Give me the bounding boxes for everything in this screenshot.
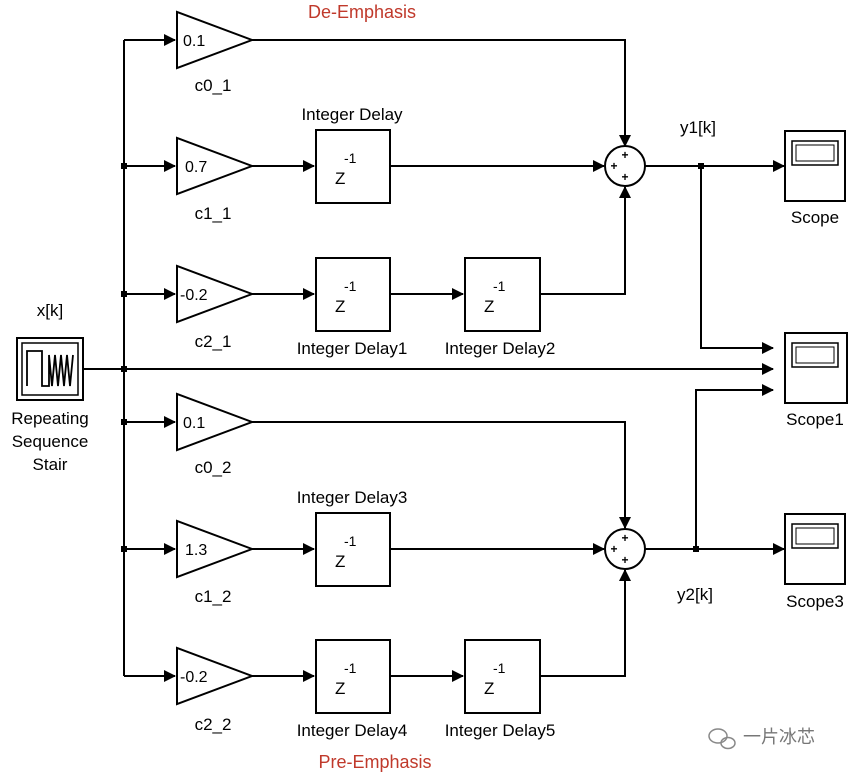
- scope-name-3: Scope3: [786, 592, 844, 611]
- delay-exponent: -1: [344, 660, 357, 676]
- sum-block-top[interactable]: + + +: [604, 145, 646, 187]
- gain-block-c2-1[interactable]: -0.2: [176, 264, 255, 324]
- pre-emphasis-title: Pre-Emphasis: [318, 752, 431, 772]
- input-signal-label: x[k]: [37, 301, 63, 320]
- delay-z: Z: [335, 679, 345, 698]
- delay-z: Z: [335, 169, 345, 188]
- gain-name-c0-2: c0_2: [195, 458, 232, 477]
- source-label-line1: Repeating: [11, 409, 89, 428]
- gain-value-c0-2: 0.1: [183, 415, 205, 432]
- delay-exponent: -1: [493, 278, 506, 294]
- gain-name-c1-1: c1_1: [195, 204, 232, 223]
- delay-name-4: Integer Delay4: [297, 721, 408, 740]
- sum-sign: +: [621, 531, 628, 545]
- gain-name-c2-1: c2_1: [195, 332, 232, 351]
- de-emphasis-title: De-Emphasis: [308, 2, 416, 22]
- delay-exponent: -1: [493, 660, 506, 676]
- stair-waveform-icon: [26, 350, 74, 387]
- integer-delay5-block[interactable]: -1 Z: [464, 639, 541, 714]
- delay-z: Z: [484, 679, 494, 698]
- delay-name-0: Integer Delay: [301, 105, 403, 124]
- output-signal-y2: y2[k]: [677, 585, 713, 604]
- output-signal-y1: y1[k]: [680, 118, 716, 137]
- gain-block-c1-2[interactable]: 1.3: [176, 519, 255, 579]
- gain-block-c0-2[interactable]: 0.1: [176, 392, 255, 452]
- sum-sign: +: [610, 159, 617, 173]
- sum-sign: +: [621, 148, 628, 162]
- gain-block-c1-1[interactable]: 0.7: [176, 136, 255, 196]
- integer-delay-block[interactable]: -1 Z: [315, 129, 391, 204]
- scope3-block[interactable]: [784, 513, 846, 585]
- integer-delay3-block[interactable]: -1 Z: [315, 512, 391, 587]
- branch-junctions: [121, 163, 127, 552]
- delay-exponent: -1: [344, 150, 357, 166]
- source-label-line3: Stair: [33, 455, 68, 474]
- output-junctions: [693, 163, 704, 552]
- watermark-text: 一片冰芯: [743, 727, 815, 747]
- gain-value-c2-1: -0.2: [180, 287, 208, 304]
- delay-name-2: Integer Delay2: [445, 339, 556, 358]
- delay-name-3: Integer Delay3: [297, 488, 408, 507]
- delay-z: Z: [335, 552, 345, 571]
- wechat-icon: [708, 728, 736, 750]
- sum-block-bottom[interactable]: + + +: [604, 528, 646, 570]
- scope-name-1: Scope1: [786, 410, 844, 429]
- output-wiring: [645, 160, 785, 555]
- gain-value-c1-1: 0.7: [185, 159, 207, 176]
- delay-z: Z: [335, 297, 345, 316]
- integer-delay1-block[interactable]: -1 Z: [315, 257, 391, 332]
- signal-wiring: [252, 39, 631, 682]
- gain-block-c0-1[interactable]: 0.1: [176, 10, 255, 70]
- scope-block[interactable]: [784, 130, 846, 202]
- delay-z: Z: [484, 297, 494, 316]
- repeating-sequence-stair-block[interactable]: [16, 337, 84, 401]
- source-label-line2: Sequence: [12, 432, 89, 451]
- sum-sign: +: [610, 542, 617, 556]
- gain-name-c0-1: c0_1: [195, 76, 232, 95]
- gain-value-c2-2: -0.2: [180, 669, 208, 686]
- scope-name-0: Scope: [791, 208, 839, 227]
- delay-exponent: -1: [344, 533, 357, 549]
- gain-name-c2-2: c2_2: [195, 715, 232, 734]
- sum-sign: +: [621, 553, 628, 567]
- integer-delay4-block[interactable]: -1 Z: [315, 639, 391, 714]
- gain-block-c2-2[interactable]: -0.2: [176, 646, 255, 706]
- delay-name-1: Integer Delay1: [297, 339, 408, 358]
- delay-name-5: Integer Delay5: [445, 721, 556, 740]
- integer-delay2-block[interactable]: -1 Z: [464, 257, 541, 332]
- input-wiring: [83, 34, 774, 682]
- sum-sign: +: [621, 170, 628, 184]
- scope1-block[interactable]: [784, 332, 848, 404]
- delay-exponent: -1: [344, 278, 357, 294]
- gain-value-c0-1: 0.1: [183, 33, 205, 50]
- gain-name-c1-2: c1_2: [195, 587, 232, 606]
- gain-value-c1-2: 1.3: [185, 542, 207, 559]
